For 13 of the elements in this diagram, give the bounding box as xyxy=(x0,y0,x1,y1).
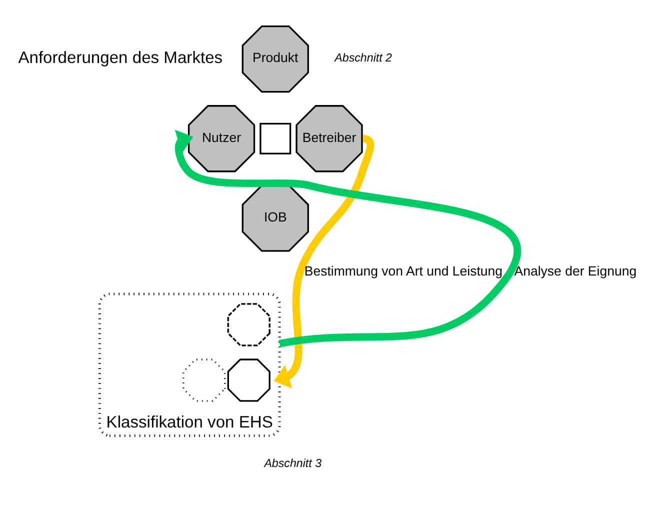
node-octagon xyxy=(182,358,226,402)
arrow xyxy=(274,134,374,388)
node-octagon xyxy=(227,358,270,402)
label: Abschnitt 2 xyxy=(334,50,392,64)
node-box xyxy=(260,122,292,154)
arrow xyxy=(174,129,521,347)
label: Abschnitt 3 xyxy=(264,456,322,470)
node-octagon xyxy=(227,302,270,346)
edge-label: Analyse der Eignung xyxy=(514,263,637,278)
cluster xyxy=(98,292,281,436)
edge-label: Bestimmung von Art und Leistung xyxy=(304,263,503,278)
label: Anforderungen des Marktes xyxy=(18,48,223,67)
node-label: Klassifikation von EHS xyxy=(106,412,273,431)
